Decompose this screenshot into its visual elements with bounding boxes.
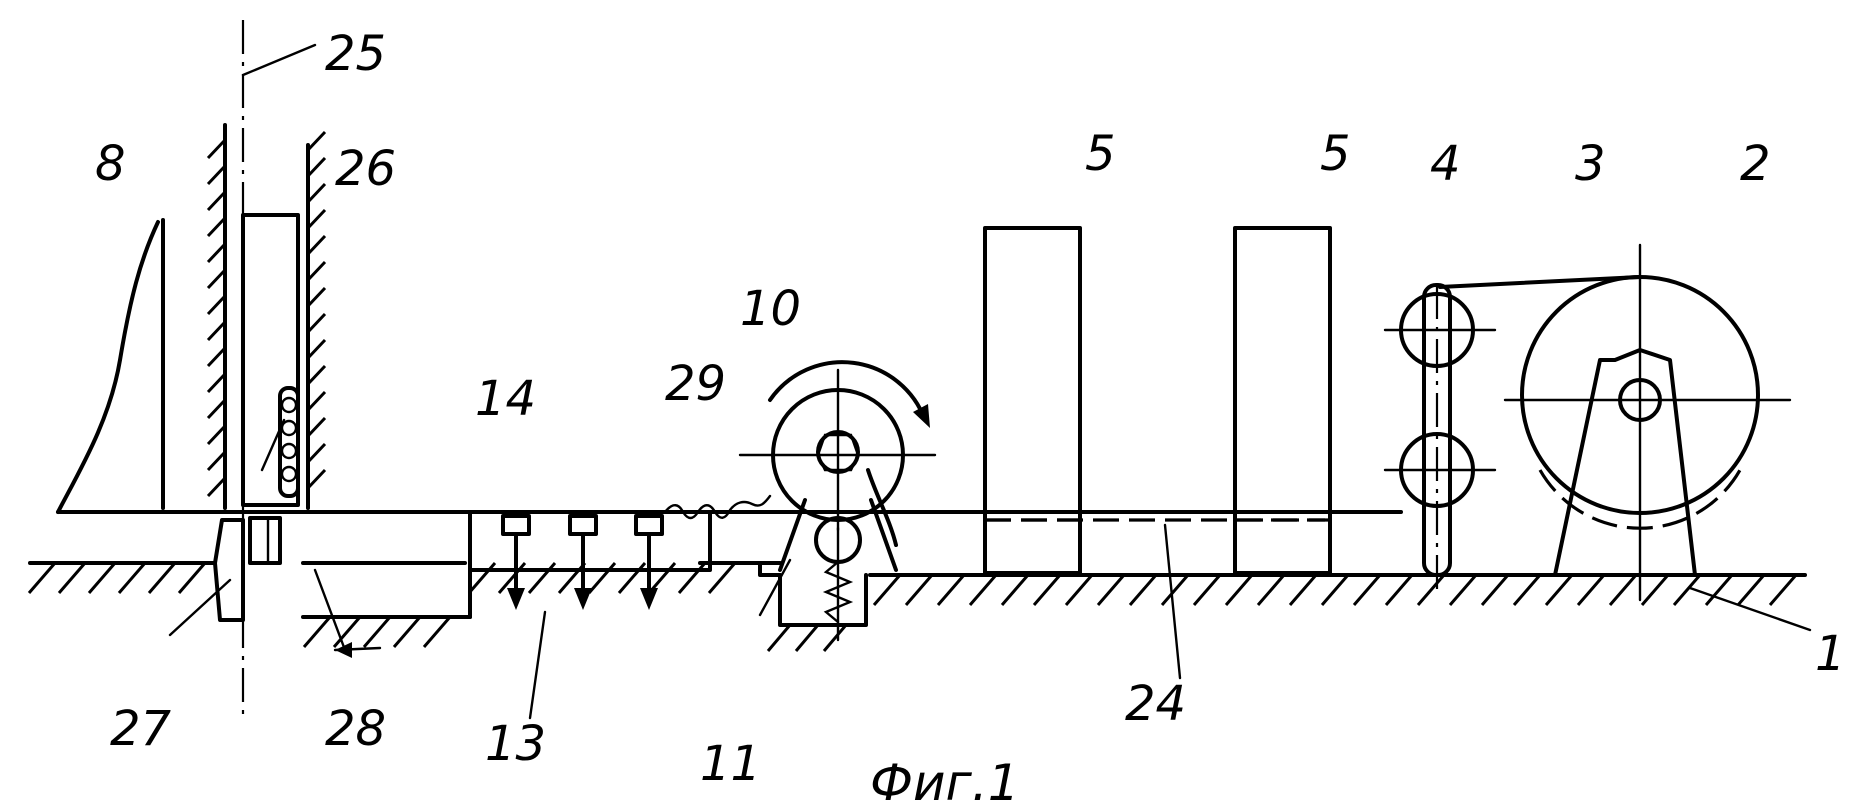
base-floor bbox=[29, 563, 1805, 651]
label-3: 3 bbox=[1575, 136, 1606, 192]
label-26: 26 bbox=[335, 141, 396, 197]
roller-11 bbox=[816, 518, 860, 640]
label-1: 1 bbox=[1815, 626, 1846, 682]
roller-pair-4 bbox=[1330, 285, 1495, 590]
label-13: 13 bbox=[485, 716, 546, 772]
element-8 bbox=[58, 220, 163, 512]
column-5-left bbox=[985, 228, 1080, 573]
block-27 bbox=[215, 518, 280, 620]
label-10: 10 bbox=[740, 281, 801, 337]
label-2: 2 bbox=[1740, 136, 1771, 192]
figure-caption: Фиг.1 bbox=[870, 754, 1020, 811]
label-25: 25 bbox=[325, 26, 386, 82]
axis-25 bbox=[243, 20, 315, 715]
label-8: 8 bbox=[95, 136, 126, 192]
stand-2 bbox=[1555, 350, 1695, 575]
label-29: 29 bbox=[665, 356, 726, 412]
label-4: 4 bbox=[1430, 136, 1461, 192]
label-14: 14 bbox=[475, 371, 536, 427]
label-24: 24 bbox=[1125, 676, 1186, 732]
label-27: 27 bbox=[110, 701, 172, 757]
column-5-right bbox=[1235, 228, 1330, 573]
label-11: 11 bbox=[700, 736, 761, 792]
labels: 25 26 8 5 5 4 3 2 10 14 29 1 24 27 28 13… bbox=[95, 26, 1846, 792]
vertical-guide-26 bbox=[208, 125, 325, 508]
assembly-13-arrows bbox=[335, 534, 658, 658]
assembly-14 bbox=[470, 512, 710, 570]
reel-3 bbox=[1440, 245, 1790, 600]
label-28: 28 bbox=[325, 701, 386, 757]
label-5-right: 5 bbox=[1320, 126, 1351, 182]
label-5-left: 5 bbox=[1085, 126, 1116, 182]
element-29 bbox=[665, 496, 770, 518]
